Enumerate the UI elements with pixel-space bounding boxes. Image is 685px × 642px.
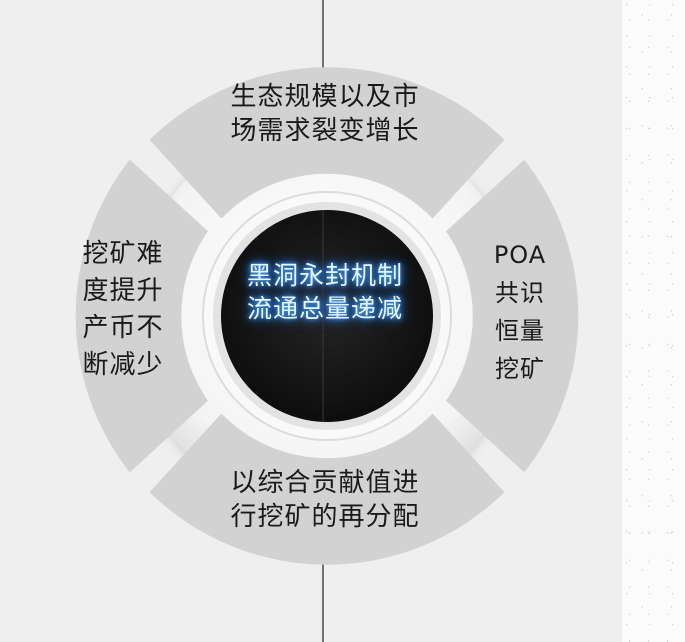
- segment-left: [75, 159, 208, 473]
- segment-bottom-line-2: 行挖矿的再分配: [230, 502, 420, 532]
- segment-top-line-1: 生态规模以及市: [230, 82, 420, 112]
- segment-top-line-2: 场需求裂变增长: [230, 116, 420, 146]
- segment-bottom-line-1: 以综合贡献值进: [230, 468, 420, 498]
- textured-side-strip: [622, 0, 685, 642]
- segment-left-line-3: 产币不: [82, 313, 164, 343]
- segment-bottom: [149, 413, 505, 565]
- segment-right-line-1: POA: [493, 241, 547, 269]
- segment-bottom-label: 以综合贡献值进 行挖矿的再分配: [170, 466, 480, 534]
- segment-left-label: 挖矿难 度提升 产币不 断减少: [68, 236, 178, 384]
- center-black-disc: [221, 210, 433, 422]
- segment-right-line-3: 恒量: [495, 317, 545, 345]
- center-label: 黑洞永封机制 流通总量递减: [220, 259, 430, 325]
- segment-right-line-4: 挖矿: [495, 355, 545, 383]
- segment-top-label: 生态规模以及市 场需求裂变增长: [170, 80, 480, 148]
- segment-left-line-1: 挖矿难: [82, 239, 164, 269]
- center-line-1: 黑洞永封机制: [246, 261, 403, 290]
- segment-right-line-2: 共识: [495, 279, 545, 307]
- segment-left-line-2: 度提升: [82, 276, 164, 306]
- segment-top: [149, 67, 505, 219]
- segment-right-label: POA 共识 恒量 挖矿: [480, 236, 560, 388]
- segment-right: [446, 159, 579, 473]
- segment-left-line-4: 断减少: [82, 350, 164, 380]
- center-line-2: 流通总量递减: [246, 294, 403, 323]
